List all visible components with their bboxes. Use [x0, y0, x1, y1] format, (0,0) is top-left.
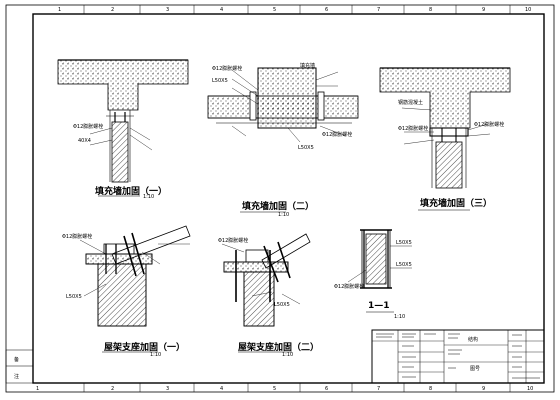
col-label: 6: [325, 7, 328, 13]
detail-title: 填充墙加固（二）: [242, 200, 314, 212]
col-label: 3: [166, 386, 169, 392]
callout-text: L50X5: [298, 145, 314, 151]
stamp-text: 备: [14, 356, 19, 363]
col-label: 2: [111, 386, 114, 392]
stamp-text: 注: [14, 373, 19, 380]
detail-6-drawing: [347, 229, 412, 313]
col-label: 6: [325, 386, 328, 392]
detail-2-callouts: Φ12膨胀螺栓 L50X5 填充墙 Φ12膨胀螺栓 L50X5: [212, 62, 352, 151]
col-label: 10: [525, 7, 531, 13]
callout-text: Φ12膨胀螺栓: [322, 131, 352, 138]
callout-text: Φ12膨胀螺栓: [212, 65, 242, 72]
col-label: 1: [58, 7, 61, 13]
detail-3-callouts: 钢筋混凝土 Φ12膨胀螺栓 Φ12膨胀螺栓: [398, 99, 504, 132]
col-label: 9: [482, 7, 485, 13]
detail-4-drawing: [79, 225, 191, 353]
col-label: 1: [36, 386, 39, 392]
left-stamp: [5, 349, 34, 384]
col-label: 7: [377, 386, 380, 392]
detail-title: 1—1: [368, 301, 390, 311]
col-label: 10: [527, 386, 533, 392]
callout-text: Φ12膨胀螺栓: [218, 237, 248, 244]
detail-5-callouts: Φ12膨胀螺栓 L50X5: [218, 237, 290, 308]
title-block-text: 图号: [470, 366, 480, 372]
callout-text: L50X5: [66, 294, 82, 300]
detail-1-callouts: Φ12膨胀螺栓 40X4: [73, 123, 103, 144]
callout-text: L50X5: [396, 262, 412, 268]
detail-scale: 1:10: [278, 212, 289, 218]
detail-scale: 1:10: [394, 314, 405, 320]
detail-6-callouts: Φ12膨胀螺栓 L50X5 L50X5: [334, 240, 412, 290]
callout-text: Φ12膨胀螺栓: [62, 233, 92, 240]
title-block: [371, 329, 545, 384]
col-label: 8: [429, 386, 432, 392]
detail-4-callouts: Φ12膨胀螺栓 L50X5: [62, 233, 92, 300]
column-grid-top: [83, 5, 511, 392]
detail-title: 填充墙加固（三）: [420, 197, 492, 209]
detail-scale: 1:10: [150, 352, 161, 358]
callout-text: L50X5: [274, 302, 290, 308]
detail-title: 屋架支座加固（一）: [104, 341, 185, 353]
col-label: 7: [377, 7, 380, 13]
col-label: 5: [273, 386, 276, 392]
callout-text: 钢筋混凝土: [398, 99, 423, 106]
callout-text: Φ12膨胀螺栓: [73, 123, 103, 130]
detail-2-drawing: [207, 67, 359, 213]
detail-5-drawing: [221, 233, 311, 353]
col-label: 3: [166, 7, 169, 13]
callout-text: 40X4: [78, 138, 91, 144]
callout-text: L50X5: [396, 240, 412, 246]
detail-scale: 1:10: [143, 194, 154, 200]
callout-text: Φ12膨胀螺栓: [398, 125, 428, 132]
detail-title: 屋架支座加固（二）: [238, 341, 319, 353]
detail-3-drawing: [379, 67, 511, 211]
col-label: 9: [482, 386, 485, 392]
detail-1-drawing: [57, 59, 189, 197]
sheet-border: [5, 4, 555, 393]
col-label: 5: [273, 7, 276, 13]
col-label: 8: [429, 7, 432, 13]
col-label: 4: [220, 7, 223, 13]
title-block-text: 结构: [468, 336, 478, 343]
detail-title: 填充墙加固（一）: [95, 185, 167, 197]
title-block-fine-text: [376, 333, 540, 379]
callout-text: 填充墙: [300, 62, 315, 69]
grid-labels: 1 2 3 4 5 6 7 8 9 10 1 2 3 4 5 6 7 8 9 1…: [36, 7, 533, 392]
callout-text: Φ12膨胀螺栓: [474, 121, 504, 128]
col-label: 2: [111, 7, 114, 13]
col-label: 4: [220, 386, 223, 392]
callout-text: L50X5: [212, 78, 228, 84]
callout-text: Φ12膨胀螺栓: [334, 283, 364, 290]
detail-scale: 1:10: [282, 352, 293, 358]
